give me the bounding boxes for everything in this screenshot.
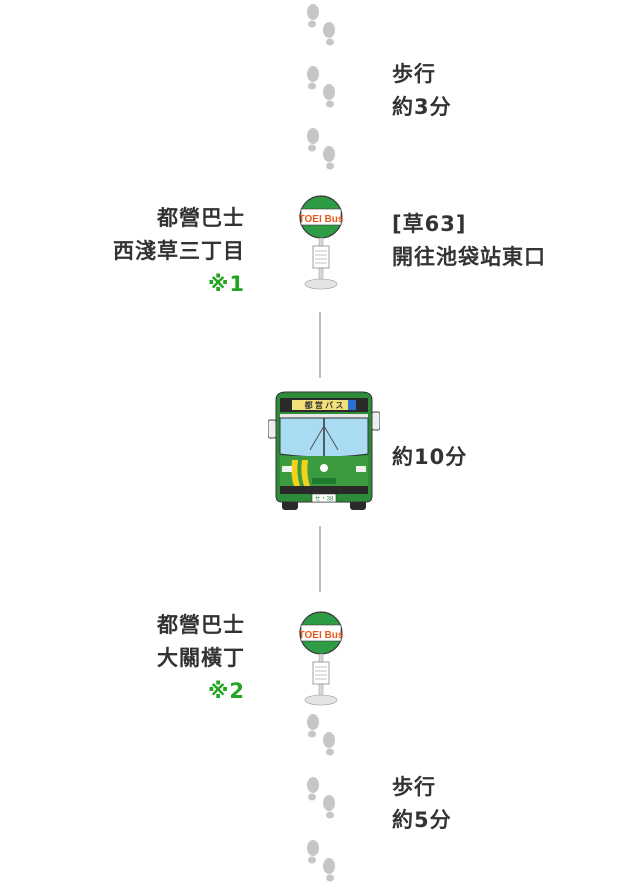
alight-stop-line-1: 都營巴士 <box>157 613 245 637</box>
board-stop-line-1: 都營巴士 <box>157 206 245 230</box>
bus-stop-icon: TOEI Bus <box>299 610 344 706</box>
walk-2-info: 歩行 約5分 <box>392 771 452 837</box>
alight-stop-name: 都營巴士 大關橫丁 ※2 <box>157 609 245 708</box>
walk-2-duration: 約5分 <box>392 808 452 832</box>
alight-stop-note: ※2 <box>207 679 245 703</box>
route-connector-line <box>319 526 321 592</box>
bus-stop-icon: TOEI Bus <box>299 194 344 290</box>
alight-stop-line-2: 大關橫丁 <box>157 646 245 670</box>
footprints-icon <box>303 64 339 116</box>
bus-icon: 都 営 バ ス せ・38 <box>268 391 380 510</box>
walk-2-label: 歩行 <box>392 775 436 799</box>
footprints-icon <box>303 838 339 890</box>
walk-1-duration: 約3分 <box>392 95 452 119</box>
footprints-icon <box>303 775 339 827</box>
board-stop-name: 都營巴士 西淺草三丁目 ※1 <box>113 202 245 301</box>
bus-plate-text: せ・38 <box>315 496 334 503</box>
board-stop-line-2: 西淺草三丁目 <box>113 239 245 263</box>
footprints-icon <box>303 712 339 764</box>
board-route-info: [草63] 開往池袋站東口 <box>392 208 546 274</box>
board-stop-note: ※1 <box>207 272 245 296</box>
bus-sign-text: 都 営 バ ス <box>304 400 344 410</box>
route-destination: 開往池袋站東口 <box>392 245 546 269</box>
ride-duration: 約10分 <box>392 445 468 469</box>
walk-1-label: 歩行 <box>392 62 436 86</box>
bus-stop-sign-text: TOEI Bus <box>299 630 344 641</box>
footprints-icon <box>303 126 339 178</box>
walk-1-info: 歩行 約3分 <box>392 58 452 124</box>
bus-stop-sign-text: TOEI Bus <box>299 214 344 225</box>
route-connector-line <box>319 312 321 378</box>
route-number: [草63] <box>392 212 467 236</box>
footprints-icon <box>303 2 339 54</box>
